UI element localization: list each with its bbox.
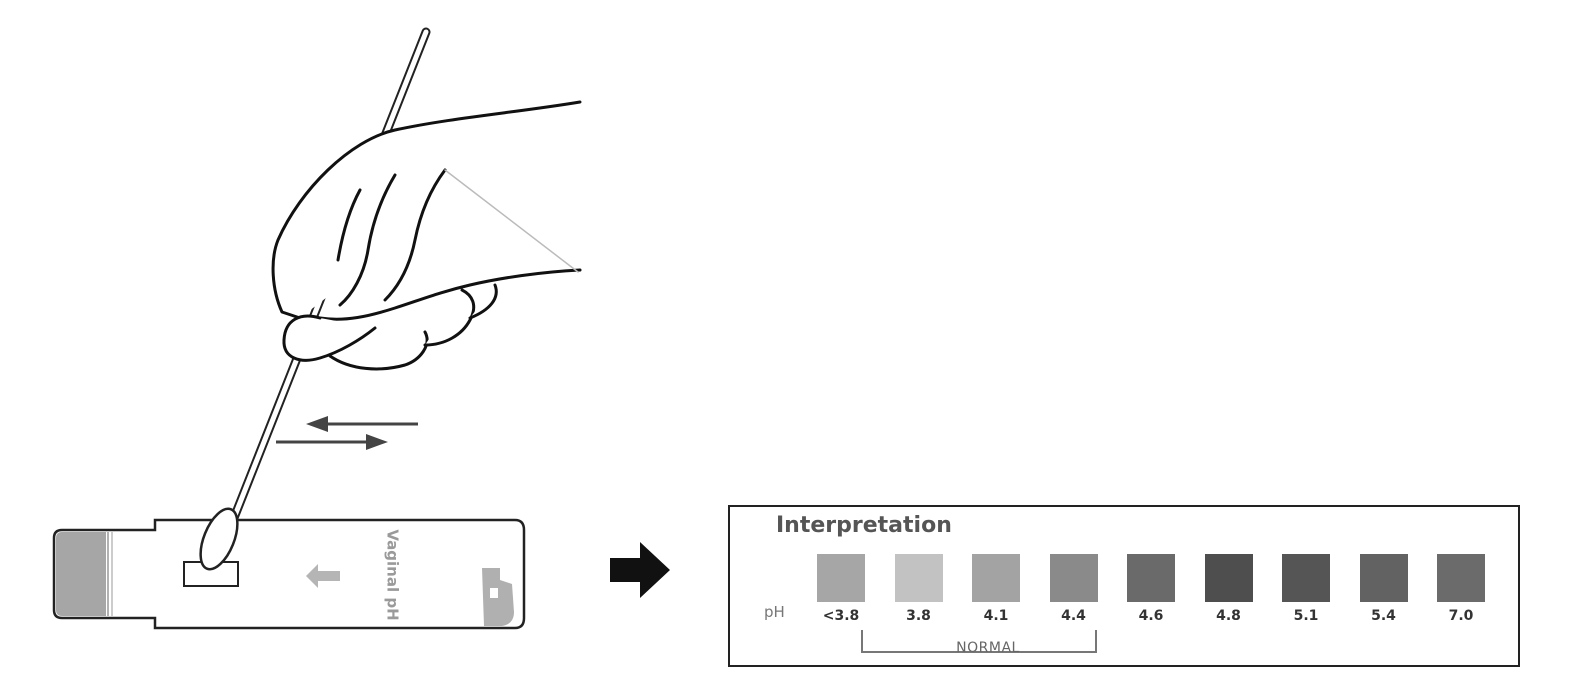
test-strip [52, 518, 526, 630]
ph-swatch: <3.8 [802, 554, 880, 639]
ph-value: 3.8 [906, 608, 931, 624]
interpretation-panel: Interpretation pH <3.8 3.8 4.1 4.4 4.6 4.8 5.1… [728, 505, 1520, 667]
color-chip [1359, 554, 1408, 602]
ph-label: pH [764, 603, 785, 621]
hand-drawing [271, 100, 582, 371]
ph-value: 5.1 [1293, 608, 1319, 624]
normal-range-bracket [861, 630, 1097, 653]
swatch-row: <3.8 3.8 4.1 4.4 4.6 4.8 5.1 5.4 7.0 [802, 554, 1502, 644]
ph-swatch: 4.8 [1190, 554, 1268, 639]
ph-swatch: 4.6 [1112, 554, 1190, 639]
swab-illustration: Vaginal pH [52, 27, 582, 630]
ph-swatch: 5.1 [1267, 554, 1345, 639]
strip-label: Vaginal pH [384, 529, 402, 620]
ph-swatch: 7.0 [1422, 554, 1500, 639]
color-chip [1282, 554, 1330, 602]
ph-swatch: 4.4 [1035, 554, 1113, 639]
ph-value: 4.6 [1138, 608, 1164, 624]
color-chip [1437, 554, 1485, 602]
color-chip [894, 554, 943, 602]
interpretation-title: Interpretation [776, 513, 952, 538]
color-chip [1204, 554, 1253, 602]
ph-swatch: 4.1 [957, 554, 1035, 639]
color-chip [1049, 554, 1098, 602]
color-chip [817, 554, 865, 602]
normal-label: NORMAL [956, 640, 1020, 656]
ph-value: 5.4 [1371, 608, 1396, 624]
ph-value: 4.8 [1216, 608, 1241, 624]
arrow-right-icon [610, 542, 670, 598]
color-chip [972, 554, 1020, 602]
motion-arrows [276, 416, 418, 450]
ph-value: 4.4 [1061, 608, 1086, 624]
ph-value: 7.0 [1448, 608, 1474, 624]
ph-swatch: 3.8 [880, 554, 958, 639]
swab-tip [199, 507, 239, 571]
ph-value: <3.8 [822, 608, 860, 624]
ph-swatch: 5.4 [1345, 554, 1423, 639]
color-chip [1127, 554, 1175, 602]
ph-value: 4.1 [983, 608, 1009, 624]
